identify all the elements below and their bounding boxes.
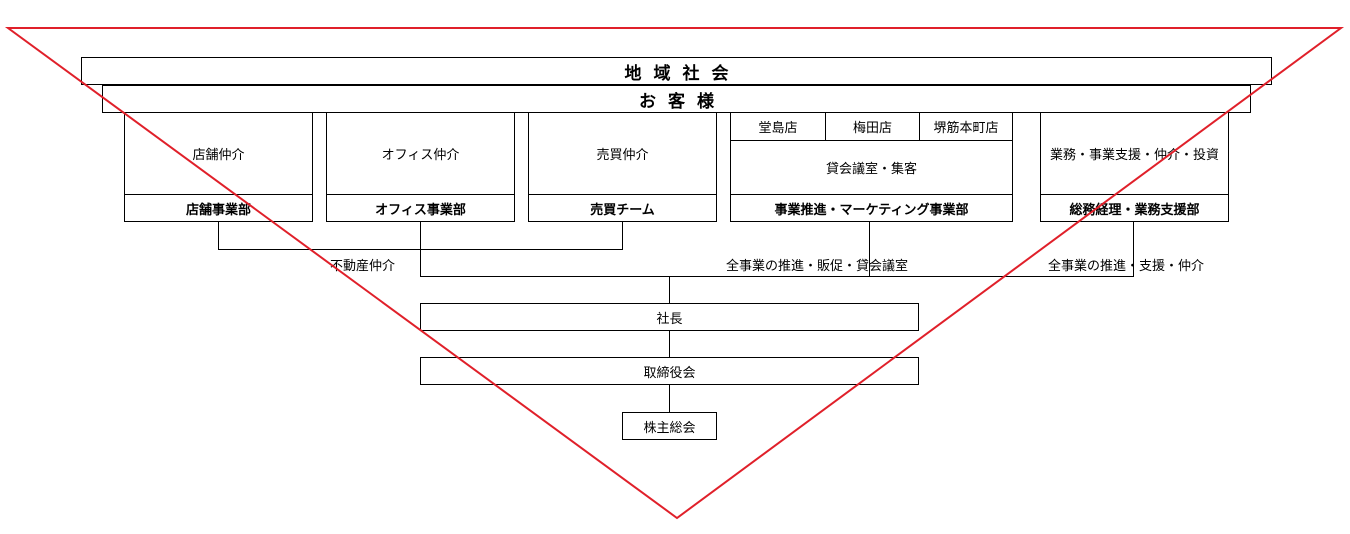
community-bar: 地域社会 <box>81 57 1272 85</box>
sales-team-box: 売買チーム <box>528 194 717 222</box>
sales-function-box: 売買仲介 <box>528 112 717 195</box>
store-function-label: 店舗仲介 <box>192 148 245 163</box>
office-department-label: オフィス事業部 <box>375 202 466 218</box>
sales-function-label: 売買仲介 <box>596 148 649 163</box>
all-support-label: 全事業の推進・支援・仲介 <box>1048 259 1205 274</box>
marketing-department-label: 事業推進・マーケティング事業部 <box>774 202 969 218</box>
connector-brokerage-bar <box>218 249 623 250</box>
marketing-function-label: 貸会議室・集客 <box>825 162 917 177</box>
admin-function-label: 業務・事業支援・仲介・投資 <box>1049 148 1219 163</box>
customers-label: お客様 <box>639 91 726 112</box>
marketing-department-box: 事業推進・マーケティング事業部 <box>730 194 1013 222</box>
store-department-box: 店舗事業部 <box>124 194 313 222</box>
branch-dojima-label: 堂島店 <box>758 121 798 136</box>
connector-store-down <box>218 221 219 249</box>
branch-sakaisuji-box: 堺筋本町店 <box>919 112 1013 141</box>
customers-bar: お客様 <box>102 85 1251 113</box>
community-label: 地域社会 <box>624 63 741 84</box>
shareholders-label: 株主総会 <box>643 420 696 436</box>
admin-department-box: 総務経理・業務支援部 <box>1040 194 1229 222</box>
connector-board-shareholders <box>669 384 670 412</box>
connector-president-board <box>669 330 670 358</box>
admin-department-label: 総務経理・業務支援部 <box>1069 202 1200 218</box>
marketing-function-box: 貸会議室・集客 <box>730 140 1013 195</box>
real-estate-brokerage-label: 不動産仲介 <box>330 259 396 274</box>
store-department-label: 店舗事業部 <box>185 202 251 218</box>
branch-umeda-label: 梅田店 <box>852 121 892 136</box>
admin-function-box: 業務・事業支援・仲介・投資 <box>1040 112 1229 195</box>
office-function-label: オフィス仲介 <box>381 148 460 163</box>
branch-dojima-box: 堂島店 <box>730 112 826 141</box>
connector-main-bar <box>420 276 1134 277</box>
branch-umeda-box: 梅田店 <box>825 112 920 141</box>
office-function-box: オフィス仲介 <box>326 112 515 195</box>
sales-team-label: 売買チーム <box>590 202 655 218</box>
president-label: 社長 <box>656 311 683 327</box>
office-department-box: オフィス事業部 <box>326 194 515 222</box>
connector-sales-down <box>622 221 623 249</box>
store-function-box: 店舗仲介 <box>124 112 313 195</box>
president-box: 社長 <box>420 303 919 331</box>
branch-sakaisuji-label: 堺筋本町店 <box>933 121 999 136</box>
board-label: 取締役会 <box>643 365 696 381</box>
all-promotion-label: 全事業の推進・販促・貸会議室 <box>726 259 909 274</box>
board-box: 取締役会 <box>420 357 919 385</box>
connector-to-president <box>669 276 670 303</box>
shareholders-box: 株主総会 <box>622 412 717 440</box>
